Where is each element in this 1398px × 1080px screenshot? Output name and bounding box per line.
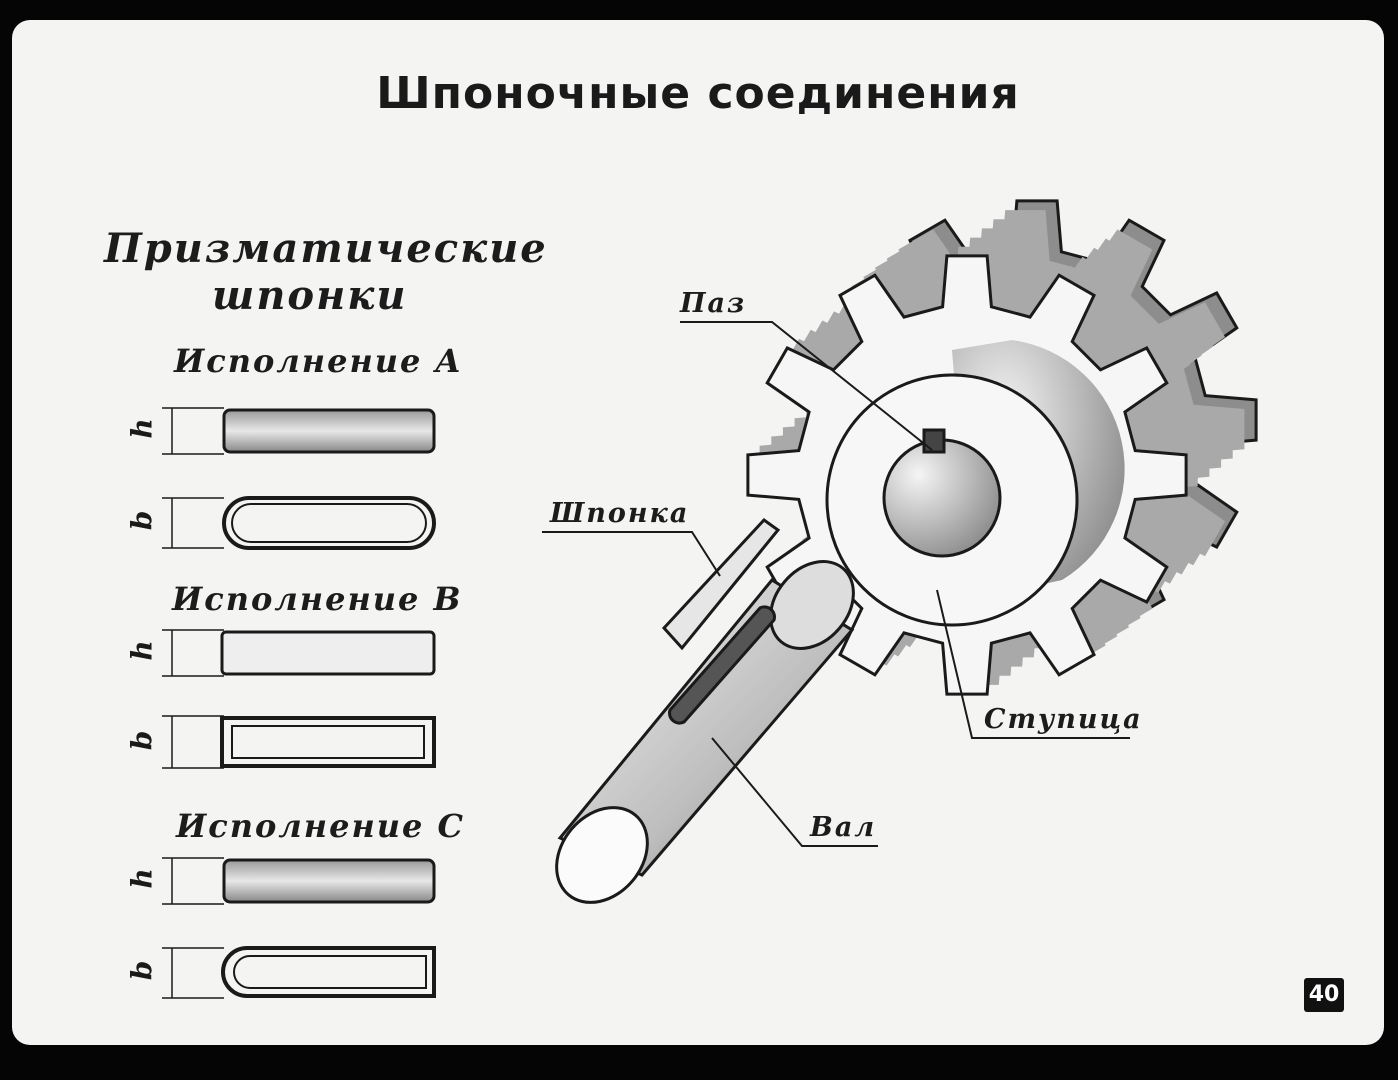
keyway-slot <box>922 428 946 454</box>
key-drawings <box>162 407 436 999</box>
hub <box>825 340 1125 627</box>
illustration <box>162 199 1258 999</box>
variant-b-top <box>220 716 436 768</box>
shaft-keyway <box>668 605 776 725</box>
slide-title: Шпоночные соединения <box>376 68 1020 119</box>
variant-a-label: Исполнение A <box>174 342 463 380</box>
variant-c-top <box>221 946 436 998</box>
callout-key: Шпонка <box>550 498 690 529</box>
variant-b-label: Исполнение B <box>172 580 463 618</box>
key-part <box>661 518 781 651</box>
dim-h-b: h <box>125 640 159 661</box>
dim-h-a: h <box>125 418 159 439</box>
variant-c-label: Исполнение C <box>176 807 465 845</box>
shaft <box>555 560 855 904</box>
variant-a-side <box>222 408 436 454</box>
callout-hub: Ступица <box>984 704 1143 735</box>
subtitle-line2: шпонки <box>212 272 408 319</box>
variant-a-top <box>222 496 436 550</box>
dim-b-a: b <box>125 510 159 531</box>
subtitle-line1: Призматические <box>104 225 548 272</box>
variant-b-side <box>220 630 436 676</box>
leader-lines <box>542 321 1130 847</box>
dim-b-c: b <box>125 960 159 981</box>
variant-c-side <box>222 858 436 904</box>
callout-slot: Паз <box>680 288 747 319</box>
dim-b-b: b <box>125 730 159 751</box>
slide: Шпоночные соединения Призматические шпон… <box>12 20 1384 1045</box>
page-number: 40 <box>1304 978 1344 1012</box>
callout-shaft: Вал <box>810 812 877 843</box>
dim-h-c: h <box>125 868 159 889</box>
